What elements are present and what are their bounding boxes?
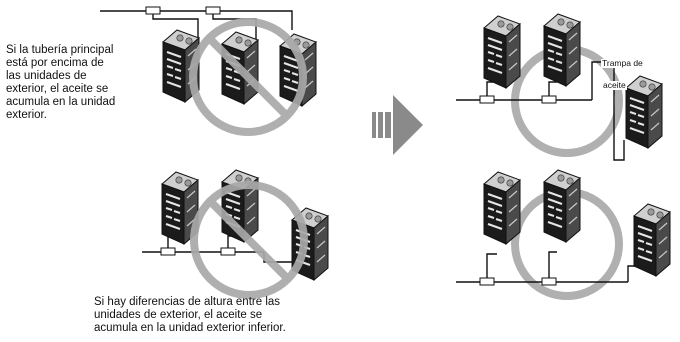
pipe-tee-icon — [205, 6, 221, 15]
pipe-tee-icon — [160, 247, 176, 256]
outdoor-unit-icon — [483, 15, 521, 89]
outdoor-unit-icon — [625, 75, 663, 149]
outdoor-unit-icon — [483, 171, 521, 245]
caption-line: exterior. — [6, 109, 47, 121]
scenario-main-pipe-above — [100, 6, 317, 136]
pipe-network — [456, 61, 625, 161]
right-arrow-icon — [372, 95, 423, 155]
caption-line: está por encima de — [6, 57, 104, 69]
pipe-tees — [479, 277, 557, 286]
oil-trap-label: aceite — [602, 80, 627, 90]
caption-main-pipe-above: Si la tubería principal está por encima … — [6, 44, 115, 122]
pipe-tee-icon — [145, 6, 161, 15]
pipe-tee-icon — [541, 95, 557, 104]
pipe-tee-icon — [479, 277, 495, 286]
pipe-tees — [479, 95, 557, 104]
caption-height-difference: Si hay diferencias de altura entre las u… — [94, 296, 286, 335]
scenario-pipe-below — [456, 169, 671, 300]
scenario-oil-trap — [456, 13, 663, 161]
caption-line: Si la tubería principal — [6, 44, 114, 56]
oil-trap-label: Trampa de — [601, 58, 644, 68]
caption-line: acumula en la unidad exterior inferior. — [94, 322, 286, 334]
pipe-tee-icon — [479, 95, 495, 104]
caption-line: las unidades de — [6, 70, 87, 82]
pipe-tee-icon — [220, 247, 236, 256]
pipe-tees — [145, 6, 221, 15]
prohibited-sign-icon — [189, 18, 307, 136]
pipe-tees — [160, 247, 236, 256]
caption-line: acumula en la unidad — [6, 96, 116, 108]
prohibited-sign-icon — [190, 181, 308, 299]
caption-line: unidades de exterior, el aceite se — [94, 309, 263, 321]
caption-line: Si hay diferencias de altura entre las — [94, 296, 281, 308]
outdoor-unit-icon — [543, 13, 581, 87]
units-row — [483, 13, 663, 149]
outdoor-unit-icon — [633, 203, 671, 277]
caption-line: exterior, el aceite se — [6, 83, 109, 95]
units-row — [483, 169, 671, 277]
pipe-tee-icon — [541, 277, 557, 286]
scenario-height-difference — [142, 169, 329, 299]
outdoor-unit-icon — [543, 169, 581, 243]
